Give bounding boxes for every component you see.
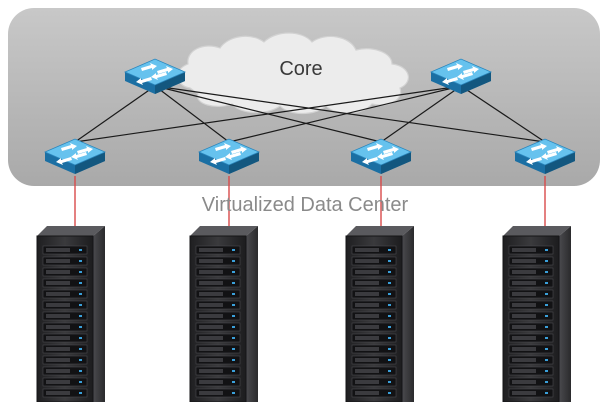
core-switch-right[interactable] [429,58,493,94]
link-core2-access1 [74,85,462,143]
core-switch-left[interactable] [123,58,187,94]
link-core2-access4 [460,85,546,143]
access-switch-2[interactable] [197,138,261,174]
switch-arrows-icon [136,63,173,85]
server-rack-2[interactable] [189,226,258,402]
access-switch-1[interactable] [43,138,107,174]
switch-arrows-icon [526,143,563,165]
link-core2-access3 [380,85,462,143]
core-access-links [74,85,546,143]
server-rack-4[interactable] [502,226,571,402]
server-links [74,176,546,228]
switch-arrows-icon [210,143,247,165]
server-rack-3[interactable] [345,226,414,402]
link-core1-access2 [154,85,230,143]
rack-group [36,226,571,402]
server-rack-1[interactable] [36,226,105,402]
access-switch-3[interactable] [349,138,413,174]
region-label: Virtualized Data Center [202,194,409,216]
core-cloud [177,32,409,115]
link-core2-access2 [228,85,462,143]
link-core1-access1 [74,85,156,143]
core-label: Core [279,58,322,80]
switch-arrows-icon [362,143,399,165]
access-switch-4[interactable] [513,138,577,174]
link-core1-access4 [154,85,546,143]
switch-arrows-icon [56,143,93,165]
switch-group [43,58,577,174]
switch-arrows-icon [442,63,479,85]
